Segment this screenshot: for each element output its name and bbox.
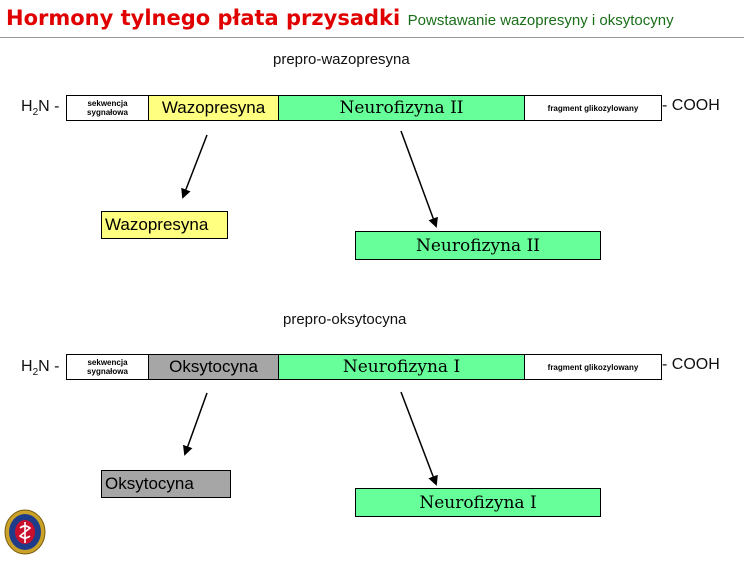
neurophysin-i-segment: Neurofizyna I	[279, 355, 525, 379]
title-main: Hormony tylnego płata przysadki	[6, 6, 401, 30]
neurophysin-ii-product-box: Neurofizyna II	[355, 231, 601, 260]
oxytocin-glyco-fragment: fragment glikozylowany	[525, 355, 661, 379]
vasopressin-product-box: Wazopresyna	[101, 211, 228, 239]
oxytocin-product-box: Oksytocyna	[101, 470, 231, 498]
oxytocin-segment: Oksytocyna	[149, 355, 279, 379]
vasopressin-segment: Wazopresyna	[149, 96, 279, 120]
arrow-to-neurophysin-i	[400, 391, 438, 486]
arrow-to-vasopressin	[181, 134, 208, 199]
oxytocin-precursor-label: prepro-oksytocyna	[283, 311, 407, 328]
university-seal-icon	[3, 506, 47, 561]
vasopressin-precursor-label: prepro-wazopresyna	[273, 51, 410, 68]
oxytocin-n-terminus: H2N -	[21, 358, 60, 379]
arrow-to-neurophysin-ii	[400, 130, 438, 228]
oxytocin-c-terminus: - COOH	[662, 356, 720, 373]
vasopressin-c-terminus: - COOH	[662, 97, 720, 114]
title-subtitle: Powstawanie wazopresyny i oksytocyny	[407, 12, 674, 29]
vasopressin-glyco-fragment: fragment glikozylowany	[525, 96, 661, 120]
arrow-to-oxytocin	[183, 392, 208, 456]
neurophysin-i-product-box: Neurofizyna I	[355, 488, 601, 517]
slide-title: Hormony tylnego płata przysadki Powstawa…	[6, 6, 674, 30]
title-divider	[0, 37, 744, 38]
neurophysin-ii-segment: Neurofizyna II	[279, 96, 525, 120]
vasopressin-n-terminus: H2N -	[21, 98, 60, 119]
